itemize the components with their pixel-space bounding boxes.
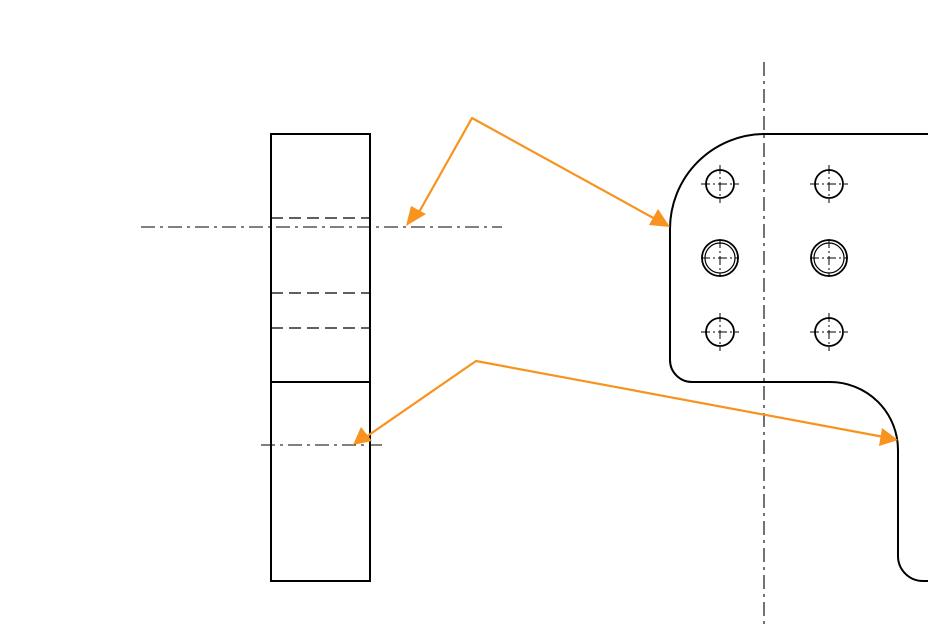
hole-3-2 [810,313,848,351]
hole-2-1 [701,239,739,277]
hole-3-1 [701,313,739,351]
lower-pointer-line [365,359,885,439]
lower-pointer-arrowhead-right [879,428,898,446]
lower-pointer-arrowhead-left [353,427,372,445]
hole-1-1 [701,165,739,203]
upper-pointer-arrowhead-right [649,209,670,227]
hole-pattern [701,165,848,351]
upper-pointer-arrowhead-left [406,206,426,226]
hole-1-2 [810,165,848,203]
hole-2-2 [810,239,848,277]
side-view-outline [270,133,371,582]
front-view-outline [669,133,928,582]
pointers [353,116,898,446]
side-view [141,133,502,582]
upper-pointer-line [417,116,658,221]
front-view [669,62,928,626]
